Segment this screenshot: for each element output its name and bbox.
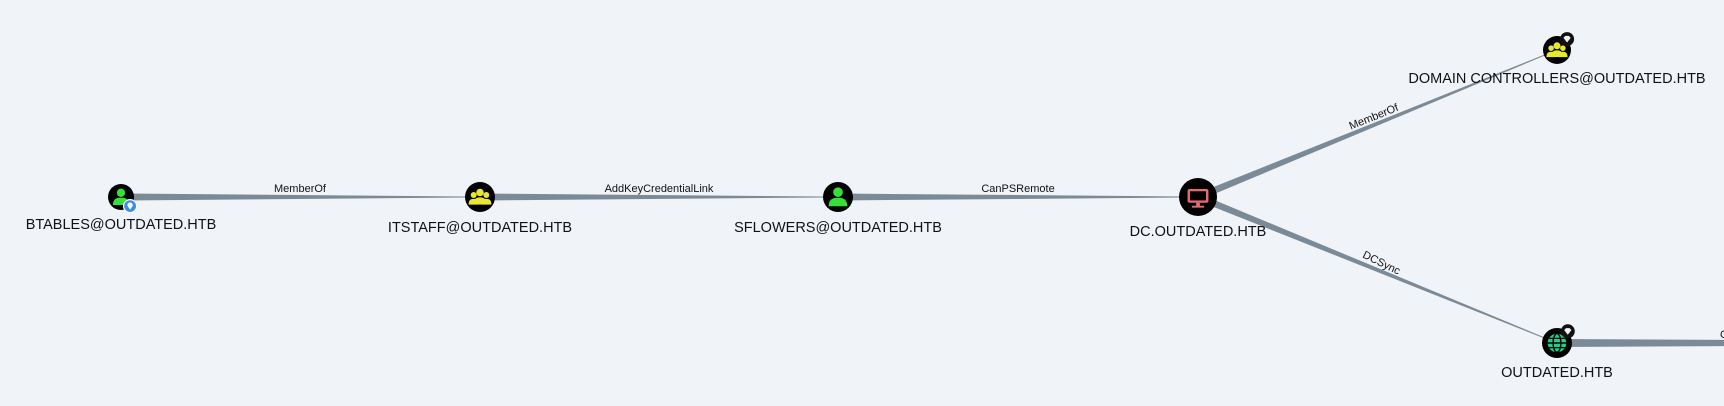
edge-line[interactable] (121, 193, 480, 201)
node-label: SFLOWERS@OUTDATED.HTB (734, 220, 942, 236)
edge-line[interactable] (1557, 339, 1724, 347)
node-domain[interactable]: OUTDATED.HTB (1501, 324, 1613, 381)
edge-label: C (1720, 329, 1724, 341)
node-dc[interactable]: DC.OUTDATED.HTB (1130, 178, 1267, 240)
node-itstaff[interactable]: ITSTAFF@OUTDATED.HTB (388, 182, 572, 236)
user-icon (828, 187, 848, 207)
edge-c[interactable]: C (1557, 329, 1724, 347)
node-label: ITSTAFF@OUTDATED.HTB (388, 220, 572, 236)
edge-dcsync[interactable]: DCSync (1196, 193, 1558, 344)
node-label: BTABLES@OUTDATED.HTB (26, 217, 217, 233)
high-value-gem-icon (1560, 324, 1575, 339)
high-value-gem-icon (1560, 32, 1575, 47)
node-label: DC.OUTDATED.HTB (1130, 224, 1267, 240)
owned-pin-icon (123, 199, 138, 214)
node-label: DOMAIN CONTROLLERS@OUTDATED.HTB (1408, 71, 1705, 87)
edge-canpsremote[interactable]: CanPSRemote (838, 183, 1198, 201)
group-icon (468, 188, 492, 205)
node-circle[interactable] (823, 182, 853, 212)
node-sflowers[interactable]: SFLOWERS@OUTDATED.HTB (734, 182, 942, 236)
node-dcs[interactable]: DOMAIN CONTROLLERS@OUTDATED.HTB (1408, 32, 1706, 87)
node-label: OUTDATED.HTB (1501, 365, 1613, 381)
node-btables[interactable]: BTABLES@OUTDATED.HTB (26, 184, 217, 233)
edge-line[interactable] (838, 193, 1198, 201)
edge-label: MemberOf (274, 183, 327, 195)
computer-icon (1187, 189, 1209, 208)
edge-memberof[interactable]: MemberOf (121, 183, 480, 201)
edge-line[interactable] (1196, 193, 1558, 344)
edge-line[interactable] (1196, 49, 1558, 201)
edge-label: AddKeyCredentialLink (605, 183, 714, 195)
globe-icon (1547, 333, 1567, 354)
node-circle[interactable] (465, 182, 495, 212)
edge-line[interactable] (480, 193, 838, 201)
group-icon (1546, 42, 1568, 58)
nodes-layer: BTABLES@OUTDATED.HTB ITSTAFF@OUTDATED.HTB… (26, 32, 1706, 381)
edge-label: CanPSRemote (981, 183, 1054, 195)
edge-addkeycredentiallink[interactable]: AddKeyCredentialLink (480, 183, 838, 201)
